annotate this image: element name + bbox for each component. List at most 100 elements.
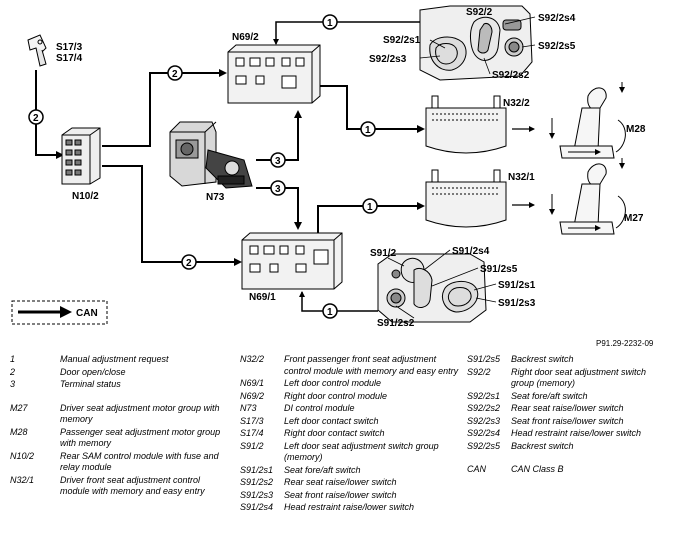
legend-code: CAN xyxy=(467,464,487,474)
n32-1-label: N32/1 xyxy=(508,172,535,183)
legend-row: S91/2 Left door seat adjustment switch gr… xyxy=(240,441,465,464)
legend-code: S17/4 xyxy=(240,428,264,438)
m27-label: M27 xyxy=(624,213,644,224)
svg-text:1: 1 xyxy=(327,307,333,318)
svg-text:1: 1 xyxy=(327,18,333,29)
svg-text:2: 2 xyxy=(33,113,39,124)
legend-description: Manual adjustment request xyxy=(60,354,169,364)
legend-description: Head restraint raise/lower switch xyxy=(511,428,642,438)
s91-leader-lines xyxy=(387,249,497,319)
legend-description: Rear seat raise/lower switch xyxy=(284,477,397,487)
signal-badge-3 xyxy=(270,152,286,168)
s92-2s4-label: S92/2s4 xyxy=(538,13,576,24)
legend-code: 3 xyxy=(10,379,16,389)
legend-row: CAN CAN Class B xyxy=(467,464,672,476)
m28-label: M28 xyxy=(626,124,646,135)
legend-code: S91/2s3 xyxy=(240,489,274,500)
legend-code xyxy=(467,453,511,463)
s92-leader-lines xyxy=(419,16,536,75)
legend-code: N73 xyxy=(240,403,257,413)
signal-badge-2 xyxy=(28,109,44,125)
n69-1-module-illustration xyxy=(241,232,343,290)
n10-2-module-illustration xyxy=(61,127,101,185)
legend-code: N10/2 xyxy=(10,450,35,461)
s92-2s5-label: S92/2s5 xyxy=(538,41,576,52)
svg-text:1: 1 xyxy=(365,125,371,136)
legend-code: M27 xyxy=(10,402,28,413)
legend-description: Seat front raise/lower switch xyxy=(284,489,397,500)
signal-badge-2 xyxy=(181,254,197,270)
door-contact-switch-illustration xyxy=(27,34,47,67)
legend-code: N32/1 xyxy=(10,474,35,485)
legend-row: S17/4 Right door contact switch xyxy=(240,428,465,440)
legend-code: S92/2s2 xyxy=(467,403,501,413)
n32-2-module-illustration xyxy=(425,95,507,154)
legend-row: M27 Driver seat adjustment motor group wi… xyxy=(10,403,235,426)
legend-description: CAN Class B xyxy=(511,464,564,474)
can-legend-box: CAN xyxy=(11,300,108,325)
legend-description: Right door seat adjustment switch group … xyxy=(511,366,647,389)
svg-text:3: 3 xyxy=(275,184,281,195)
signal-line-n73-down xyxy=(256,187,302,230)
legend-description xyxy=(60,392,230,402)
legend-code: S92/2s5 xyxy=(467,440,501,451)
can-legend-label: CAN xyxy=(76,308,98,319)
s92-2-switch-group-illustration xyxy=(419,5,533,81)
legend-description: Passenger seat adjustment motor group wi… xyxy=(60,426,221,449)
can-network-diagram: S17/3 S17/4 2 N10/2 2 2 N73 xyxy=(11,5,646,329)
legend-row: S92/2 Right door seat adjustment switch g… xyxy=(467,367,672,390)
legend-description: Left door control module xyxy=(284,378,382,388)
n69-1-label: N69/1 xyxy=(249,292,276,303)
legend-code: S91/2 xyxy=(240,440,264,451)
s91-2s3-label: S91/2s3 xyxy=(498,298,536,309)
signal-line-s92-n69-2 xyxy=(273,21,420,45)
legend-description: Backrest switch xyxy=(511,440,574,451)
n73-ignition-module-illustration xyxy=(169,121,253,189)
legend-code: S92/2s1 xyxy=(467,390,501,401)
n69-2-label: N69/2 xyxy=(232,32,259,43)
legend-code: S91/2s5 xyxy=(467,354,501,364)
svg-text:2: 2 xyxy=(186,258,192,269)
legend-row: S91/2s5 Backrest switch xyxy=(467,354,672,366)
legend-description: Rear SAM control module with fuse and re… xyxy=(60,450,219,473)
legend-description: DI control module xyxy=(284,403,355,413)
legend-code: S91/2s4 xyxy=(240,502,274,512)
s92-2-label: S92/2 xyxy=(466,7,493,18)
m27-seat-motor-illustration xyxy=(549,158,626,235)
n32-2-label: N32/2 xyxy=(503,98,530,109)
s91-2s4-label: S91/2s4 xyxy=(452,246,490,257)
signal-badge-2 xyxy=(167,65,183,81)
svg-text:1: 1 xyxy=(367,202,373,213)
legend-code: 2 xyxy=(10,366,16,377)
legend-row: S91/2s4 Head restraint raise/lower switch xyxy=(240,502,465,514)
legend-description: Driver seat adjustment motor group with … xyxy=(60,402,220,425)
legend-description: Left door seat adjustment switch group (… xyxy=(284,440,439,463)
legend-description: Left door contact switch xyxy=(284,415,379,426)
s92-2s2-label: S92/2s2 xyxy=(492,70,530,81)
signal-line-n10-n69-2 xyxy=(102,69,227,147)
legend-description xyxy=(511,453,671,463)
n73-label: N73 xyxy=(206,192,225,203)
legend-description: Right door control module xyxy=(284,390,388,401)
legend-code: S92/2 xyxy=(467,366,491,377)
legend-row xyxy=(467,453,672,463)
s91-2s1-label: S91/2s1 xyxy=(498,280,536,291)
signal-badge-3 xyxy=(270,180,286,196)
legend-description: Backrest switch xyxy=(511,354,574,364)
s91-2-switch-group-illustration xyxy=(377,253,487,323)
s92-2s3-label: S92/2s3 xyxy=(369,54,407,65)
legend-description: Head restraint raise/lower switch xyxy=(284,502,415,512)
n32-1-module-illustration xyxy=(425,169,507,228)
s91-2-label: S91/2 xyxy=(370,248,397,259)
m28-seat-motor-illustration xyxy=(549,82,626,159)
legend-description: Right door contact switch xyxy=(284,428,385,438)
